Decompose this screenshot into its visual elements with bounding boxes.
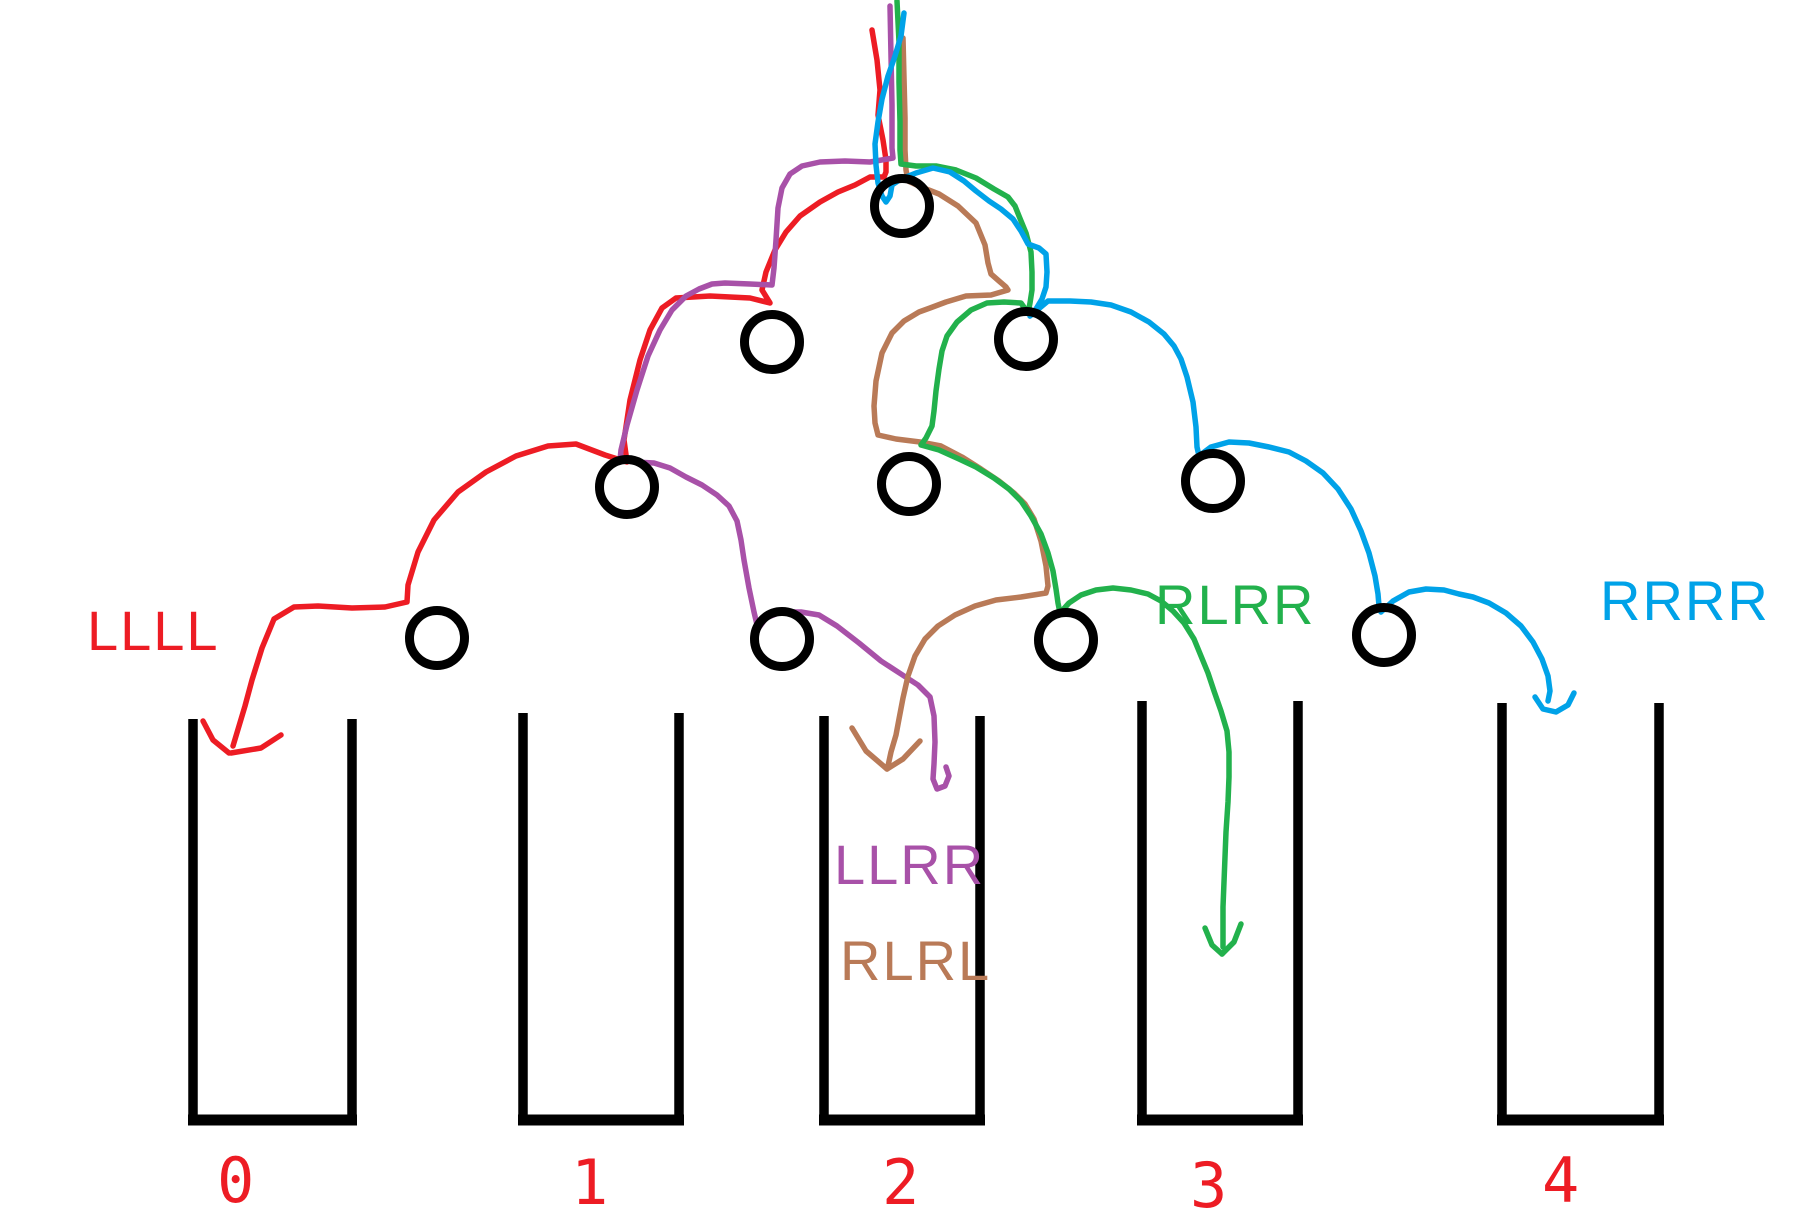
path-LLLL-arrowhead-1: [200, 718, 232, 756]
peg-row2-2: [994, 307, 1058, 371]
peg-row3-5: [1181, 449, 1245, 513]
bin-number-2: 2: [882, 1146, 920, 1219]
peg-row4-6: [405, 606, 469, 670]
peg-row2-1: [740, 310, 804, 374]
path-RRRR-arrowhead-1: [1532, 690, 1577, 715]
peg-row3-4: [877, 452, 941, 516]
bin-number-4: 4: [1542, 1144, 1580, 1217]
label-RLRL: RLRL: [840, 929, 992, 992]
peg-row4-7: [750, 607, 814, 671]
path-RLRR-arrowhead-2: [1219, 921, 1244, 957]
peg-row4-8: [1034, 608, 1098, 672]
label-LLLL: LLLL: [87, 599, 220, 662]
peg-row1-0: [870, 174, 934, 238]
bin-number-3: 3: [1190, 1149, 1228, 1222]
label-RLRR: RLRR: [1155, 573, 1316, 636]
path-LLLL: [230, 27, 889, 749]
path-RLRL-arrowhead-1: [849, 725, 890, 772]
label-LLRR: LLRR: [834, 833, 986, 896]
peg-row3-3: [595, 455, 659, 519]
path-RLRL: [871, 35, 1051, 769]
path-LLLL-arrowhead-2: [228, 732, 284, 756]
peg-row4-9: [1352, 603, 1416, 667]
path-RLRR-arrowhead-1: [1202, 925, 1225, 957]
label-RRRR: RRRR: [1600, 569, 1770, 632]
path-RLRL-arrowhead-2: [884, 738, 923, 772]
bin-number-0: 0: [217, 1144, 255, 1217]
path-RLRR: [894, 0, 1232, 950]
bin-number-1: 1: [571, 1146, 609, 1219]
